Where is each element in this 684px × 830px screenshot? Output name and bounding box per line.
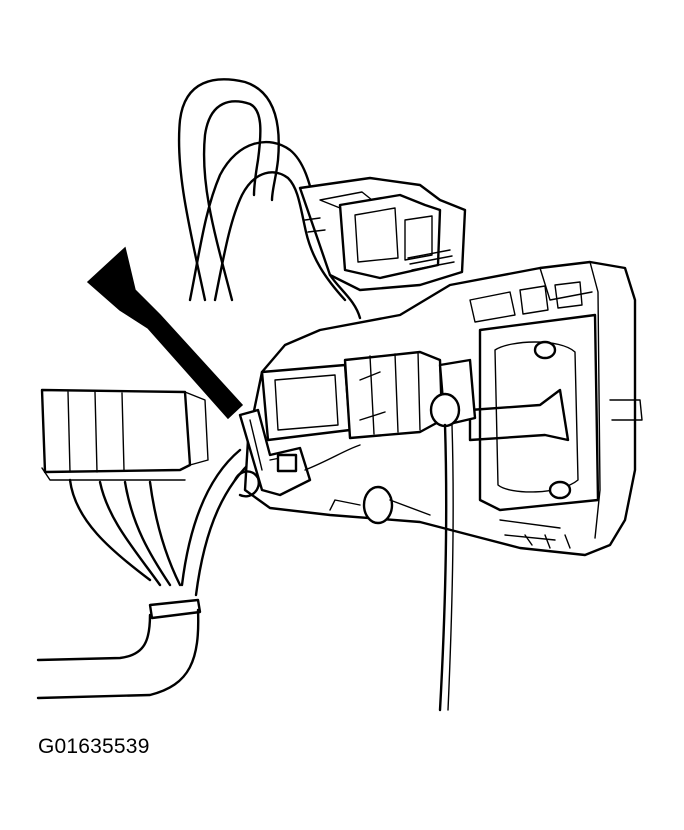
hanging-lead-wire [329, 423, 454, 712]
upper-harness-loop [177, 78, 357, 302]
figure-code-label: G01635539 [38, 735, 150, 758]
indicator-arrow [86, 246, 244, 420]
left-connector-block [40, 388, 209, 481]
switch-barrel [260, 350, 477, 442]
upper-connector [298, 176, 467, 320]
small-terminal-connector [233, 408, 361, 498]
lower-left-harness [36, 448, 257, 700]
